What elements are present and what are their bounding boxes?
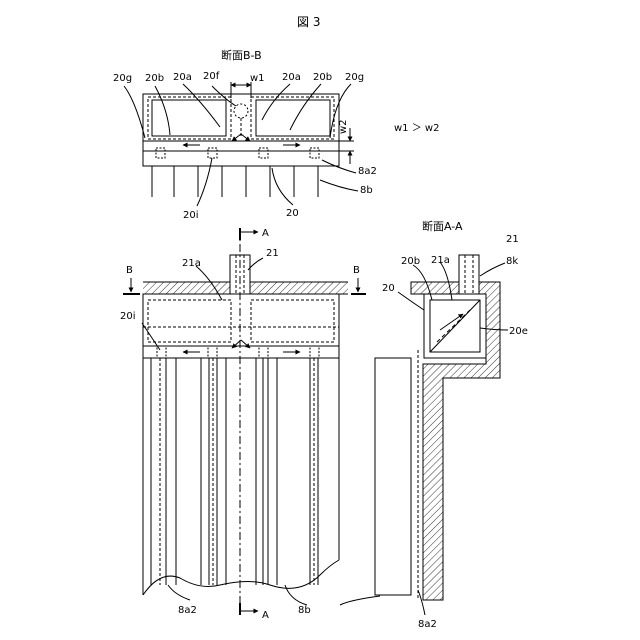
label-8b-top: 8b [360,185,373,196]
label-20a-right: 20a [282,72,301,83]
label-8b-bottom: 8b [298,605,311,616]
section-aa-drawing [340,255,508,615]
label-20b-left: 20b [145,73,164,84]
section-bb-title: 断面B-B [221,48,262,62]
label-20a-left: 20a [173,72,192,83]
label-w1: w1 [250,73,265,84]
label-20i-front: 20i [120,311,136,322]
label-8a2-side: 8a2 [418,619,437,630]
figure-title: 図 3 [297,15,320,29]
section-aa-title: 断面A-A [422,219,463,233]
label-20-top: 20 [286,208,299,219]
label-20g-left: 20g [113,73,132,84]
label-B-right: B [353,265,360,276]
front-view-drawing [123,228,366,615]
label-20f: 20f [203,71,220,82]
label-20b-right: 20b [313,72,332,83]
label-8k: 8k [506,256,518,267]
label-A-top: A [262,228,269,239]
label-20i-top: 20i [183,210,199,221]
label-21: 21 [266,248,279,259]
label-21-side: 21 [506,234,519,245]
label-20-side: 20 [382,283,395,294]
label-w2: w2 [338,119,349,134]
label-B-left: B [126,265,133,276]
relation-text: w1 ＞ w2 [394,123,439,134]
label-A-bottom: A [262,610,269,621]
section-bb-drawing [124,82,358,206]
label-20e: 20e [509,326,528,337]
label-20g-right: 20g [345,72,364,83]
label-21a: 21a [182,258,201,269]
label-8a2-bottom: 8a2 [178,605,197,616]
label-8a2-top: 8a2 [358,166,377,177]
label-20b-side: 20b [401,256,420,267]
label-21a-side: 21a [431,255,450,266]
